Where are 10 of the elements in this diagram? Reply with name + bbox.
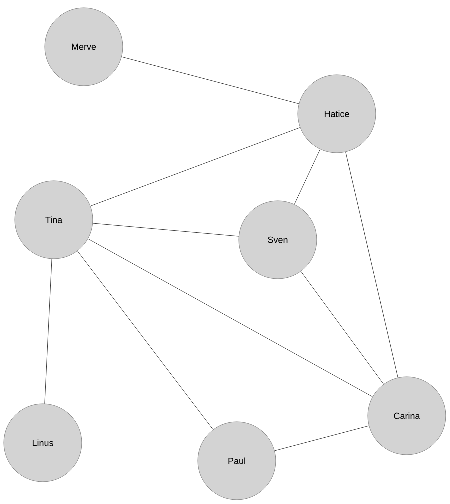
connector-line [300, 271, 384, 385]
connector-line [92, 223, 240, 237]
connector-line [44, 258, 52, 404]
connector-line [274, 426, 370, 452]
connector-line [90, 128, 300, 206]
connector-line [294, 149, 321, 205]
connector-line [88, 238, 373, 398]
connector-line [346, 152, 398, 378]
connector-line [78, 251, 214, 430]
connector-line [122, 56, 300, 104]
